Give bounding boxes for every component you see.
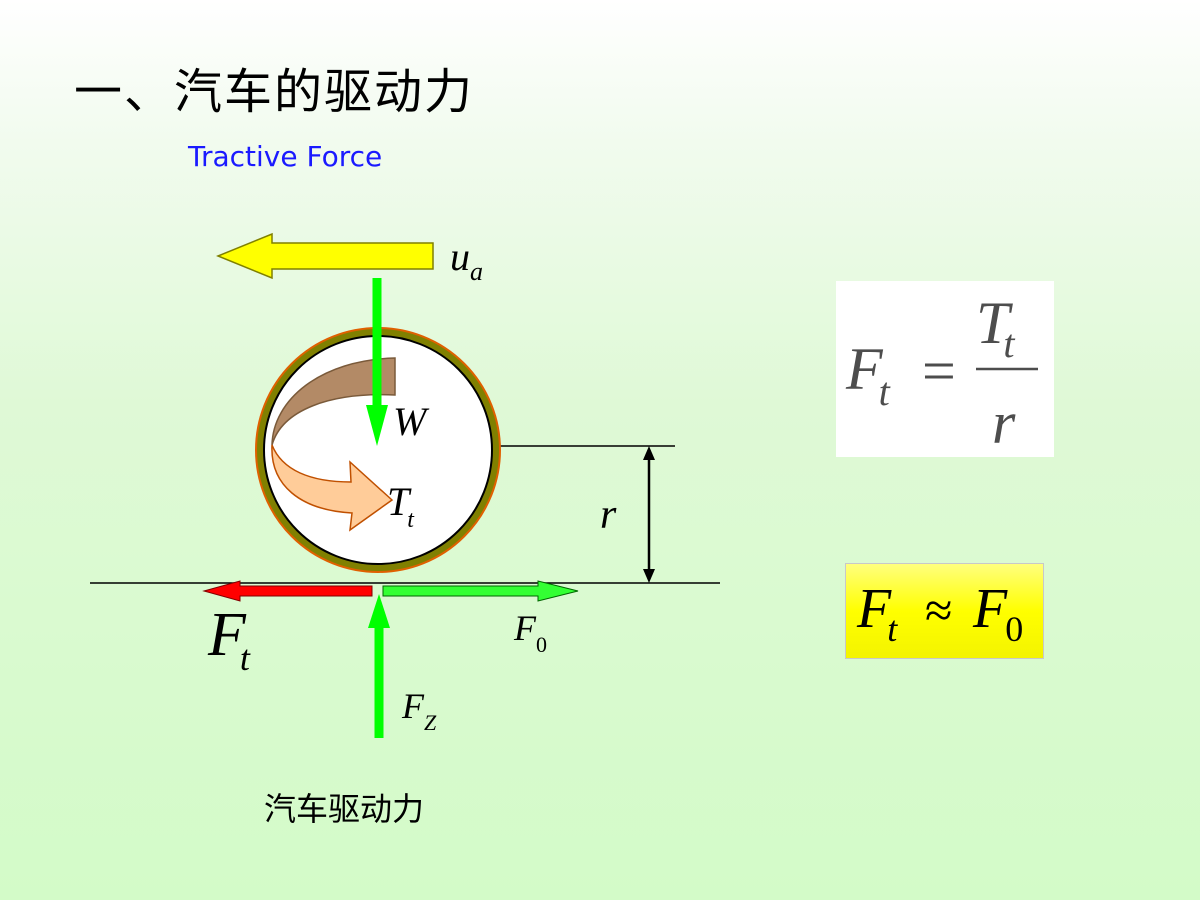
torque-label: Tt: [387, 479, 415, 533]
tractive-force-formula-box: Ft = Tt r: [836, 281, 1054, 457]
radius-arrow-bottom: [643, 569, 655, 583]
weight-arrow-head: [366, 405, 388, 446]
diagram-caption: 汽车驱动力: [264, 790, 425, 828]
tractive-force-arrow: [202, 580, 373, 602]
approximation-formula: Ft ≈ F0: [856, 578, 1023, 649]
velocity-arrow: [216, 232, 434, 280]
formula-equals: =: [922, 338, 956, 404]
weight-label: W: [393, 399, 430, 444]
tractive-force-formula: Ft = Tt r: [845, 290, 1038, 456]
formula-numerator: Tt: [976, 290, 1015, 366]
slide-subtitle: Tractive Force: [188, 140, 383, 173]
velocity-label: ua: [450, 234, 483, 286]
formula-lhs: Ft: [845, 336, 891, 414]
torque-arrow-front: [271, 444, 394, 532]
approx-operator: ≈: [925, 582, 952, 638]
formula-denominator: r: [992, 390, 1016, 456]
normal-force-label: FZ: [401, 686, 437, 735]
radius-arrow-top: [643, 446, 655, 460]
approximation-box: Ft ≈ F0: [845, 563, 1044, 659]
approx-lhs: Ft: [856, 578, 898, 649]
ground-reaction-label: F0: [513, 608, 547, 657]
slide-title: 一、汽车的驱动力: [74, 64, 475, 120]
radius-label: r: [600, 492, 617, 538]
normal-force-arrow-head: [368, 594, 390, 628]
ground-reaction-arrow: [382, 580, 579, 602]
tractive-force-label: Ft: [207, 601, 251, 678]
approx-rhs: F0: [972, 578, 1023, 649]
